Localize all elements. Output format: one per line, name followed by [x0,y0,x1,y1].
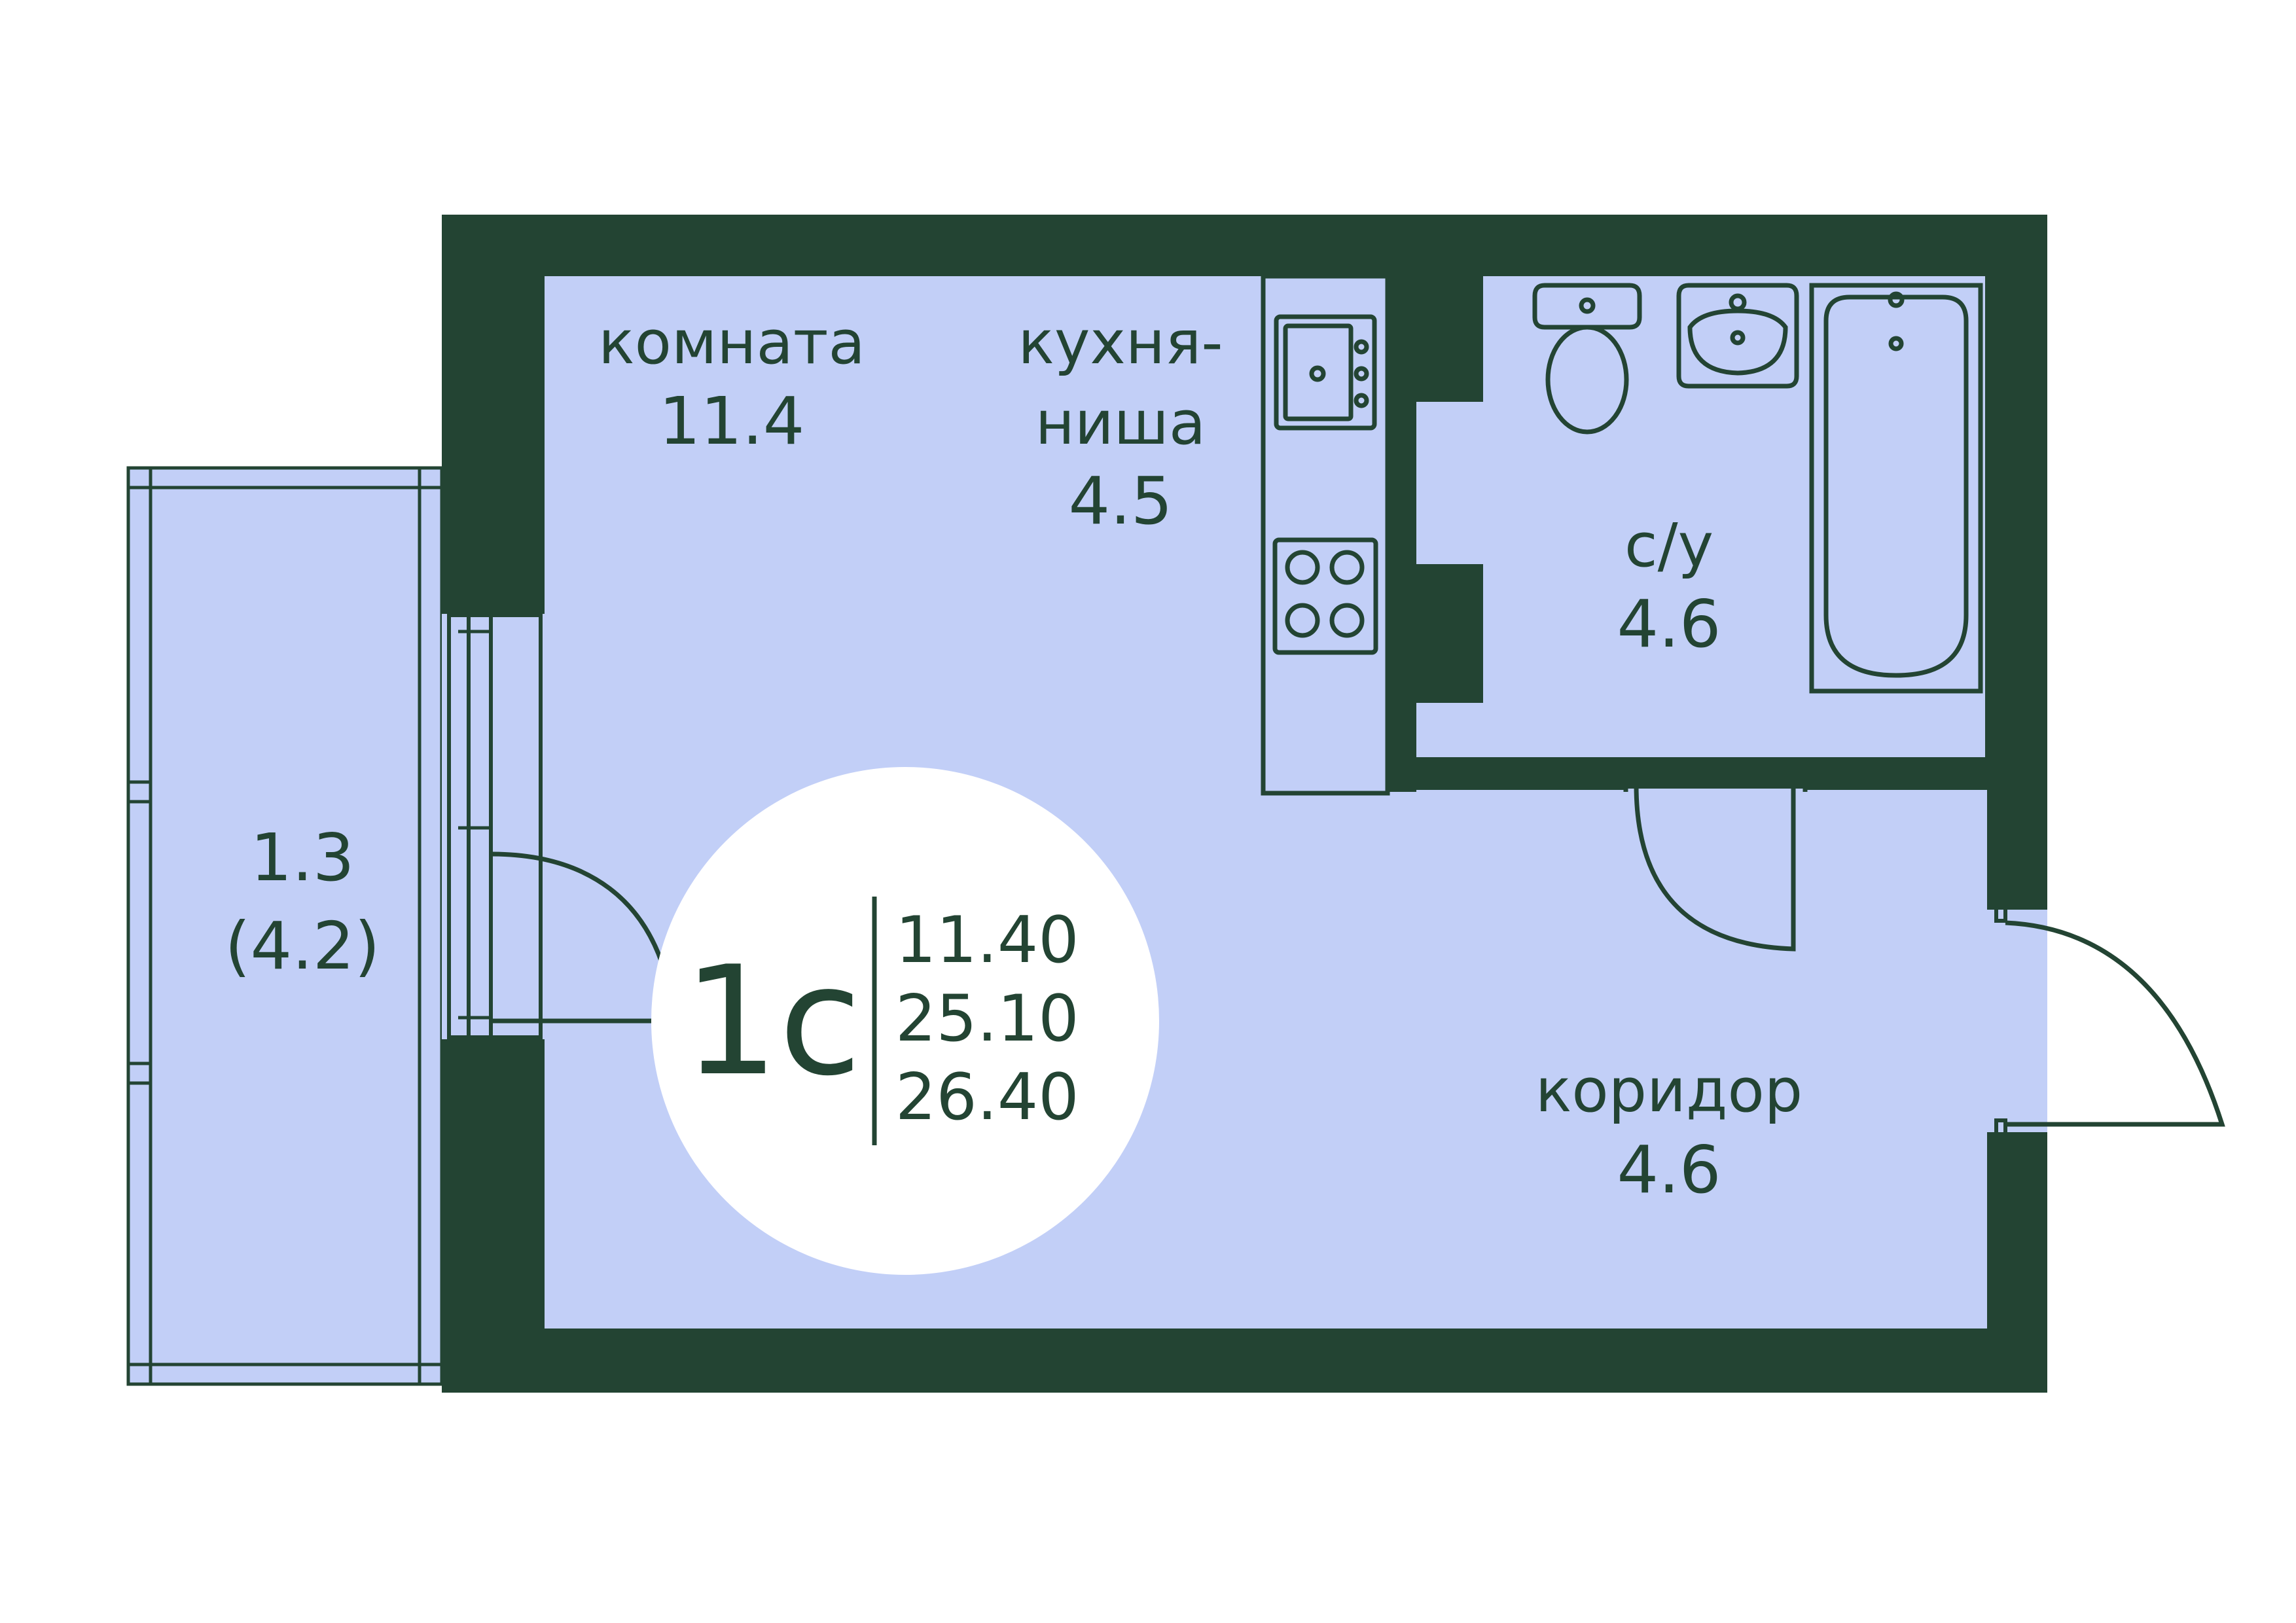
toilet-icon [1532,283,1642,435]
corridor-area: 4.6 [1617,1132,1721,1208]
total-area: 25.10 [895,982,1079,1056]
kitchen-area: 4.5 [1068,463,1172,539]
balcony [126,466,444,1386]
balcony-door [442,613,677,1039]
bathroom-name: с/у [1624,510,1713,580]
bathroom-area: 4.6 [1617,586,1721,662]
apartment-type: 1с [683,935,862,1109]
stove-icon [1272,537,1378,655]
kitchen-name-line1: кухня- [1018,308,1223,378]
room-name: комната [598,308,865,378]
total-with-balcony: 26.40 [895,1060,1079,1135]
corridor-name: коридор [1535,1056,1803,1126]
kitchen-counter [1261,274,1390,796]
summary-badge [651,767,1159,1275]
bathroom-door [1623,767,1808,952]
washbasin-icon [1676,283,1799,389]
entrance-door [1994,904,2225,1137]
living-area: 11.40 [895,903,1079,978]
balcony-area: 1.3 [250,819,354,896]
room-area: 11.4 [659,383,805,459]
bathtub-icon [1809,283,1983,694]
balcony-area-full: (4.2) [224,908,380,984]
sink-icon [1274,314,1377,431]
kitchen-name-line2: ниша [1035,388,1206,458]
apartment-floor [545,276,2047,1329]
